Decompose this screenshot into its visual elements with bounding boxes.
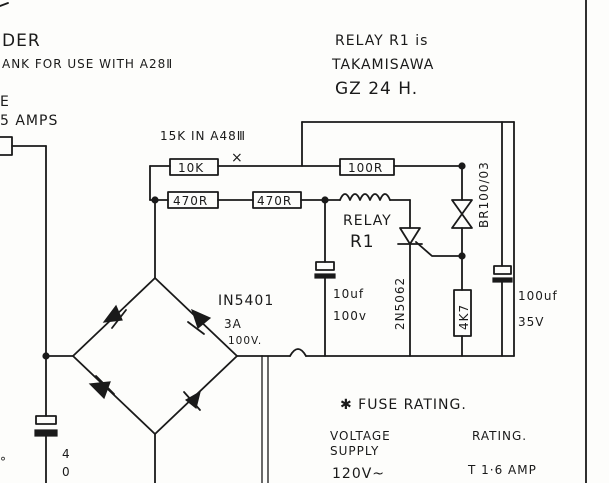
diode-rating-2: 100V. [228,335,262,347]
fuse-table-rating-header: RATING. [472,429,527,443]
fuse-table-voltage-value: 120V~ [332,466,385,482]
thyristor-gate [415,241,463,257]
thyristor-label: 2N5062 [393,277,407,330]
bridge-rectifier [72,277,238,435]
capacitor-100uf-label-2: 35V [518,315,544,329]
capacitor-10uf-label-2: 100v [333,309,367,323]
header-left-line-2: ANK FOR USE WITH A28Ⅱ [2,57,173,71]
resistor-4k7-label: 4K7 [457,304,471,330]
wire-crossover [289,348,307,357]
star-mark: × [231,150,244,166]
relay-coil [339,193,391,201]
fuse-table-title: ✱ FUSE RATING. [340,397,467,413]
resistor-470r-b-label: 470R [257,194,292,208]
resistor-470r-a-label: 470R [173,194,208,208]
fuse-table-voltage-header-1: VOLTAGE [330,429,391,443]
header-left-line-1: DER [2,31,41,51]
bottom-left-mark: ° [0,455,7,469]
relay-note-line-1: RELAY R1 is [335,33,428,49]
resistor-100r [339,158,395,176]
thyristor-symbol [399,227,421,245]
capacitor-left-plate [35,415,57,425]
bottom-left-mark-2: 4 [62,447,71,461]
capacitor-10uf-label-1: 10uf [333,287,364,301]
diode-top-left [102,304,127,329]
resistor-100r-label: 100R [348,161,383,175]
diode-top-right [187,308,212,335]
corner-mark [0,2,9,7]
diac-label: BR100/03 [477,161,491,228]
diode-bottom-left [88,375,115,400]
capacitor-100uf-label-1: 100uf [518,289,558,303]
diode-rating-1: 3A [224,317,242,331]
capacitor-100uf-plate [493,265,512,275]
fuse-table-rating-value: T 1·6 AMP [467,463,537,477]
relay-label-2: R1 [350,232,375,252]
fuse-left-symbol [0,136,13,156]
bottom-left-mark-3: 0 [62,465,71,479]
relay-note-line-3: GZ 24 H. [335,79,418,99]
top-note: 15K IN A48Ⅲ [160,129,246,143]
capacitor-10uf-plate [315,261,335,271]
resistor-10k [169,158,219,176]
fuse-table-voltage-header-2: SUPPLY [330,444,379,458]
relay-label-1: RELAY [343,213,392,229]
fuse-left-line-1: E [0,94,10,110]
fuse-left-line-2: 5 AMPS [0,113,58,129]
diode-type-label: IN5401 [218,293,274,309]
diac-symbol [451,199,473,229]
relay-note-line-2: TAKAMISAWA [331,57,434,73]
diode-bottom-right [183,390,201,411]
resistor-10k-label: 10K [178,161,204,175]
